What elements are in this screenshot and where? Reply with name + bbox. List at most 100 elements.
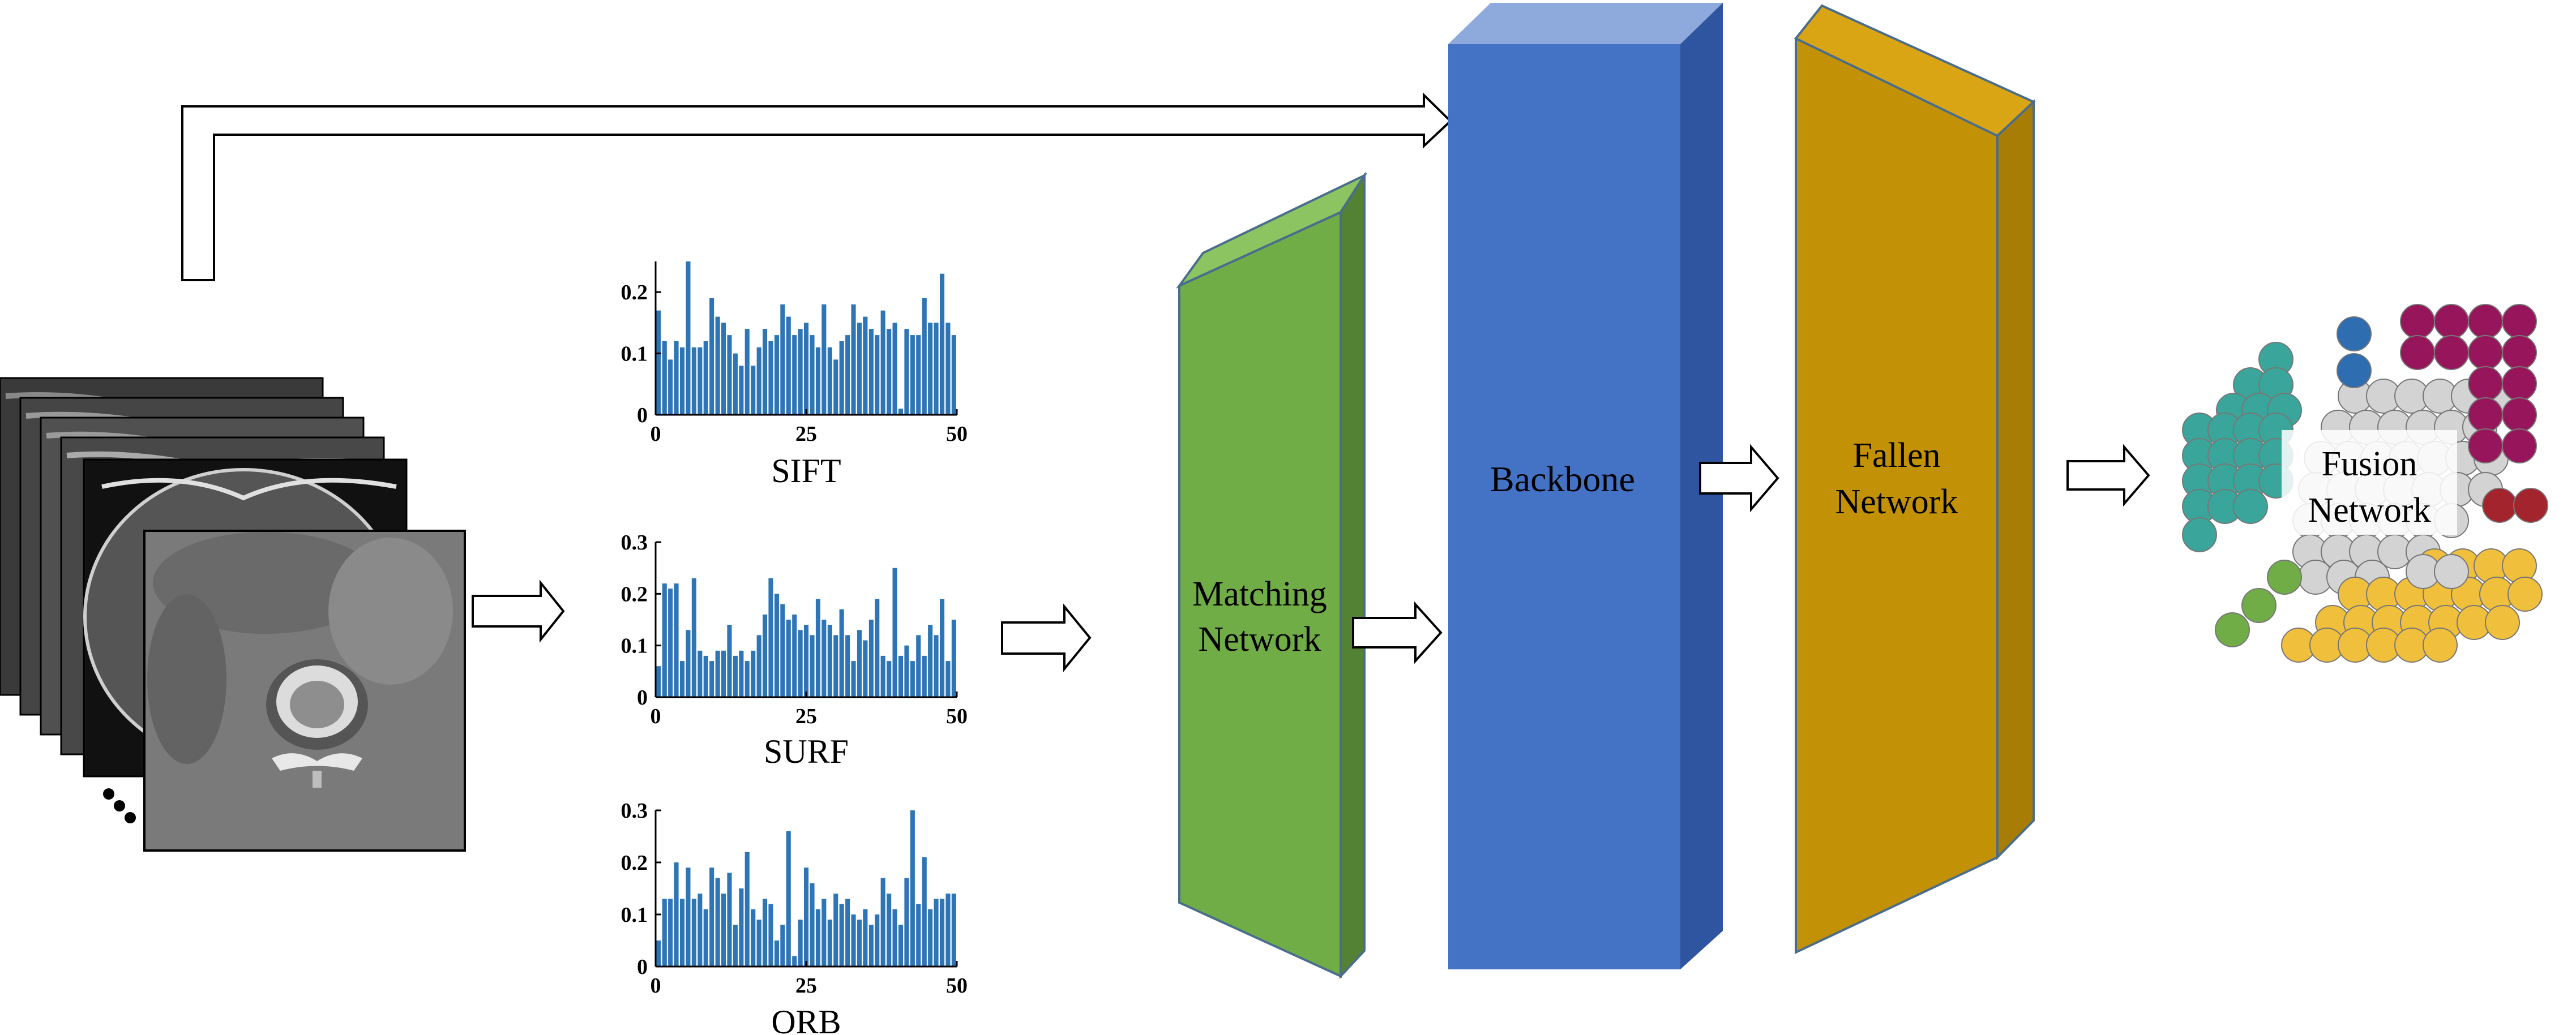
bar (922, 298, 927, 415)
bar (674, 583, 679, 697)
bar (940, 273, 945, 415)
bar (756, 347, 761, 415)
bar (951, 335, 956, 415)
x-tick-label: 25 (795, 974, 817, 998)
fusion-node (2502, 397, 2537, 432)
bar (821, 899, 827, 967)
fusion-node (2502, 366, 2537, 401)
bar (768, 341, 773, 415)
bar (668, 359, 673, 415)
bar (680, 661, 685, 697)
bar (875, 335, 880, 415)
bar (668, 589, 673, 697)
fusion-node (2468, 428, 2503, 463)
bar (928, 323, 933, 415)
bar (821, 304, 827, 415)
bar (887, 661, 892, 697)
x-tick-label: 25 (795, 422, 817, 446)
bar (940, 599, 945, 697)
bar (863, 640, 868, 697)
bar (945, 323, 951, 415)
bar (951, 620, 956, 697)
bar (721, 894, 726, 967)
bar (674, 341, 679, 415)
bar (709, 661, 714, 697)
bar (786, 831, 791, 967)
bar (827, 625, 832, 697)
bar (774, 940, 779, 967)
bar (774, 335, 779, 415)
bar (845, 899, 850, 967)
chart-title: SURF (764, 733, 849, 770)
bar (763, 329, 768, 415)
bar (916, 635, 921, 697)
bar (703, 655, 708, 697)
bypass-arrow (181, 92, 1452, 281)
y-tick-label: 0 (637, 403, 648, 427)
bar (792, 614, 797, 697)
bar (786, 620, 791, 697)
fusion-node (2502, 428, 2537, 463)
bar (916, 904, 921, 967)
y-tick-label: 0 (637, 955, 648, 979)
bar (928, 625, 933, 697)
bar (744, 661, 750, 697)
bar (898, 655, 903, 697)
y-tick-label: 0.2 (621, 281, 648, 304)
bar (792, 956, 797, 967)
bar (951, 894, 956, 967)
bar (815, 909, 820, 967)
bar (798, 329, 803, 415)
bar (763, 614, 768, 697)
bar (934, 323, 939, 415)
bar (934, 899, 939, 967)
bar (810, 635, 815, 697)
fusion-node (2423, 628, 2458, 663)
fusion-node (2215, 612, 2250, 647)
bar (839, 904, 844, 967)
fusion-node (2468, 397, 2503, 432)
bar (662, 899, 667, 967)
x-tick-label: 50 (946, 705, 968, 728)
fusion-node (2337, 316, 2372, 351)
bar (739, 888, 744, 967)
bar (868, 925, 874, 967)
bar (916, 335, 921, 415)
x-tick-label: 50 (946, 974, 968, 998)
bar (739, 366, 744, 415)
bar (851, 304, 856, 415)
backbone-label: Backbone (1490, 459, 1635, 499)
bar (922, 857, 927, 967)
bar (751, 366, 756, 415)
fusion-node (2182, 517, 2217, 552)
bar (656, 940, 661, 967)
fusion-label-bg (2282, 430, 2457, 535)
bar (875, 599, 880, 697)
bar (839, 609, 844, 697)
bar (887, 894, 892, 967)
bar (910, 335, 915, 415)
backbone-block: Backbone (1448, 3, 1723, 969)
y-tick-label: 0.1 (621, 903, 648, 927)
bar (863, 909, 868, 967)
bar (756, 920, 761, 967)
bar (810, 335, 815, 415)
bar (780, 304, 785, 415)
bar (751, 650, 756, 697)
fusion-node (2482, 488, 2517, 523)
bar (715, 650, 720, 697)
y-tick-label: 0.3 (621, 799, 648, 823)
bar (721, 323, 726, 415)
bar (857, 630, 862, 697)
fusion-node (2507, 577, 2543, 612)
bar (833, 359, 838, 415)
bar (880, 878, 885, 967)
chart-title: ORB (771, 1003, 841, 1035)
bar (709, 867, 714, 967)
arrow-to-backbone (1352, 601, 1443, 664)
